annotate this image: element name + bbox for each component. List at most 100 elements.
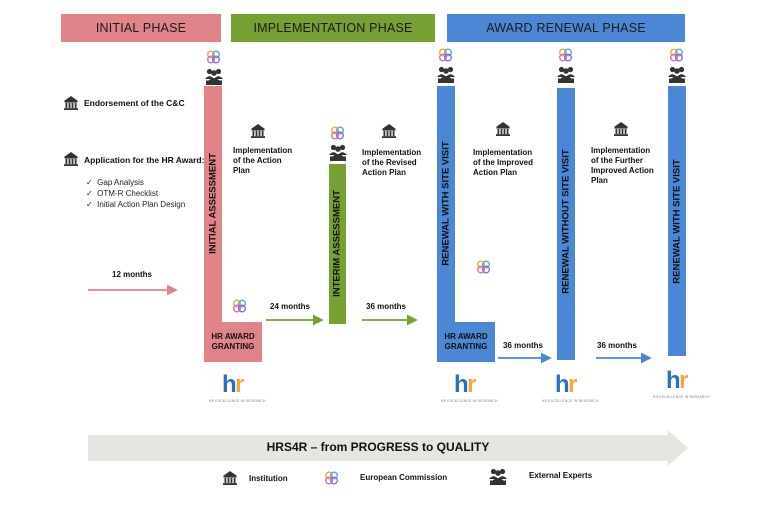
experts-icon: [329, 144, 347, 161]
granting-line: HR AWARD: [444, 332, 488, 341]
duration-24-months: 24 months: [270, 302, 311, 311]
implementation-note-3: Implementation of the Improved Action Pl…: [473, 148, 533, 178]
svg-text:r: r: [235, 371, 244, 398]
phase-initial-label: INITIAL PHASE: [95, 21, 187, 35]
experts-icon: [557, 66, 575, 83]
note-line: of the Further: [591, 156, 643, 165]
bottom-arrow-label: HRS4R – from PROGRESS to QUALITY: [266, 440, 490, 454]
svg-text:h: h: [454, 371, 469, 398]
renewal-site-visit-label-2: RENEWAL WITH SITE VISIT: [671, 159, 683, 284]
checklist-item: ✓ Gap Analysis: [86, 177, 185, 188]
interim-assessment-label: INTERIM ASSESSMENT: [331, 190, 343, 297]
legend-commission: European Commission: [360, 473, 448, 482]
institution-icon: [614, 122, 628, 136]
duration-36-months-b: 36 months: [503, 341, 544, 350]
application-label: Application for the HR Award:: [84, 155, 205, 165]
duration-12-months: 12 months: [112, 270, 153, 279]
checkmark-icon: ✓: [86, 189, 93, 198]
checklist-item: ✓ OTM-R Checklist: [86, 188, 185, 199]
hr-award-granting-box-2: [437, 322, 495, 362]
european-commission-icon: [439, 48, 452, 62]
note-line: Implementation: [591, 146, 651, 155]
checklist-item: ✓ Initial Action Plan Design: [86, 199, 185, 210]
european-commission-icon: [331, 126, 344, 140]
hr-logo-tagline: HR EXCELLENCE IN RESEARCH: [209, 399, 266, 403]
note-line: Plan: [591, 176, 608, 185]
note-line: Action Plan: [473, 168, 518, 177]
granting-line: HR AWARD: [211, 332, 255, 341]
note-line: of the Revised: [362, 158, 417, 167]
european-commission-icon: [670, 48, 683, 62]
note-line: Implementation: [473, 148, 533, 157]
renewal-site-visit-bar-1: [437, 86, 455, 322]
duration-36-months-c: 36 months: [597, 341, 638, 350]
hr-award-granting-box: [204, 322, 262, 362]
hr-logo-tagline: HR EXCELLENCE IN RESEARCH: [441, 399, 498, 403]
granting-line: GRANTING: [444, 342, 488, 351]
svg-text:h: h: [555, 371, 570, 398]
svg-text:r: r: [679, 367, 688, 394]
granting-line: GRANTING: [211, 342, 255, 351]
renewal-without-site-visit-bar: [557, 88, 575, 360]
svg-text:r: r: [568, 371, 577, 398]
european-commission-icon: [206, 50, 221, 64]
institution-icon: [382, 124, 396, 138]
note-line: of the Action: [233, 156, 282, 165]
institution-icon: [223, 471, 237, 485]
endorsement-label: Endorsement of the C&C: [84, 98, 185, 108]
european-commission-icon: [477, 260, 490, 274]
note-line: Improved Action: [591, 166, 654, 175]
svg-text:h: h: [666, 367, 681, 394]
european-commission-icon: [232, 299, 247, 313]
experts-icon: [205, 68, 223, 85]
checkmark-icon: ✓: [86, 178, 93, 187]
checkmark-icon: ✓: [86, 200, 93, 209]
implementation-note-4: Implementation of the Further Improved A…: [591, 146, 654, 186]
initial-assessment-label: INITIAL ASSESSMENT: [207, 153, 219, 254]
implementation-note-2: Implementation of the Revised Action Pla…: [362, 148, 421, 178]
renewal-without-site-visit-label: RENEWAL WITHOUT SITE VISIT: [560, 149, 572, 294]
legend-institution: Institution: [249, 474, 288, 483]
checklist: ✓ Gap Analysis ✓ OTM-R Checklist ✓ Initi…: [86, 177, 185, 210]
note-line: Plan: [233, 166, 250, 175]
phase-header-implementation: IMPLEMENTATION PHASE: [231, 14, 435, 42]
duration-36-months-a: 36 months: [366, 302, 407, 311]
experts-icon: [437, 66, 455, 83]
checklist-item-label: Gap Analysis: [97, 178, 144, 187]
note-line: of the Improved: [473, 158, 534, 167]
institution-icon: [496, 122, 510, 136]
legend-experts: External Experts: [529, 471, 593, 480]
phase-header-renewal: AWARD RENEWAL PHASE: [447, 14, 685, 42]
european-commission-icon: [325, 471, 338, 485]
checklist-item-label: OTM-R Checklist: [97, 189, 159, 198]
phase-renewal-label: AWARD RENEWAL PHASE: [486, 21, 646, 35]
checklist-item-label: Initial Action Plan Design: [97, 200, 186, 209]
svg-text:h: h: [222, 371, 237, 398]
phase-implementation-label: IMPLEMENTATION PHASE: [253, 21, 413, 35]
note-line: Implementation: [233, 146, 293, 155]
bottom-progress-arrow: [88, 430, 688, 466]
institution-icon: [251, 124, 265, 138]
renewal-site-visit-bar-2: [668, 86, 686, 356]
interim-assessment-bar: [329, 164, 346, 324]
experts-icon: [668, 66, 686, 83]
svg-text:r: r: [467, 371, 476, 398]
european-commission-icon: [559, 48, 572, 62]
implementation-note-1: Implementation of the Action Plan: [233, 146, 292, 176]
phase-header-initial: INITIAL PHASE: [61, 14, 221, 42]
hr-logo-tagline: HR EXCELLENCE IN RESEARCH: [542, 399, 599, 403]
note-line: Implementation: [362, 148, 422, 157]
hr-logo-tagline: HR EXCELLENCE IN RESEARCH: [653, 395, 710, 399]
renewal-site-visit-label-1: RENEWAL WITH SITE VISIT: [440, 141, 452, 266]
experts-icon: [489, 468, 507, 485]
initial-assessment-bar: [204, 86, 222, 322]
note-line: Action Plan: [362, 168, 407, 177]
